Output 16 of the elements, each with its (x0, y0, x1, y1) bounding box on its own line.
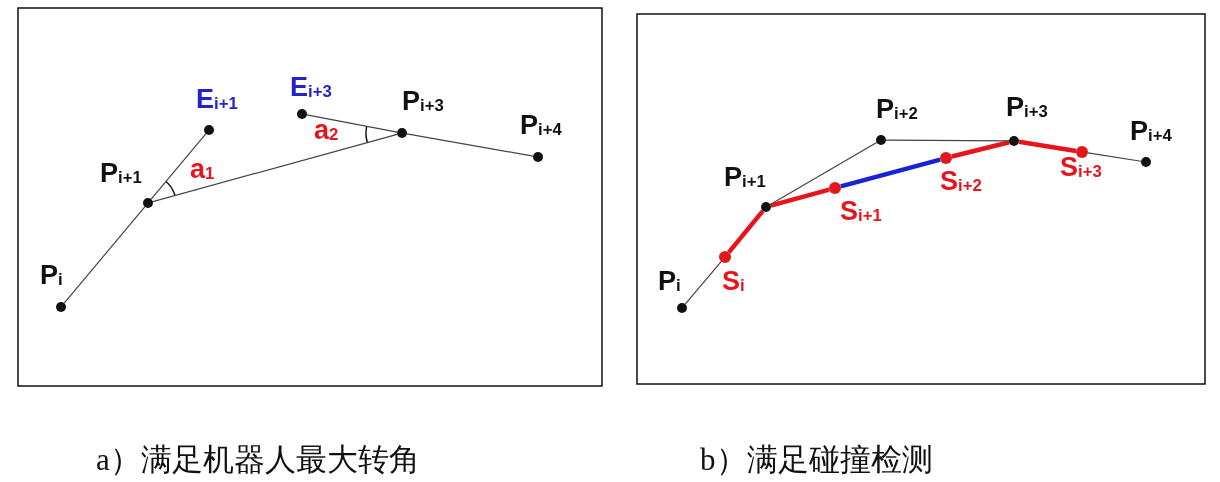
path-segment (951, 140, 1010, 159)
path-segment (727, 209, 765, 254)
connector-line (406, 133, 534, 157)
connector-line (63, 206, 146, 304)
path-segment (770, 187, 830, 208)
connector-line (152, 133, 398, 203)
connector-line (306, 114, 398, 133)
path-segment (1018, 139, 1077, 154)
connector-line (684, 261, 722, 305)
connector-line (769, 141, 878, 206)
connector-line (885, 139, 1010, 142)
connector-line (150, 133, 207, 200)
panel-caption: a）满足机器人最大转角 (96, 444, 420, 475)
path-segment (840, 157, 941, 189)
panel-caption: b）满足碰撞检测 (700, 444, 933, 475)
connector-line (1087, 152, 1142, 162)
